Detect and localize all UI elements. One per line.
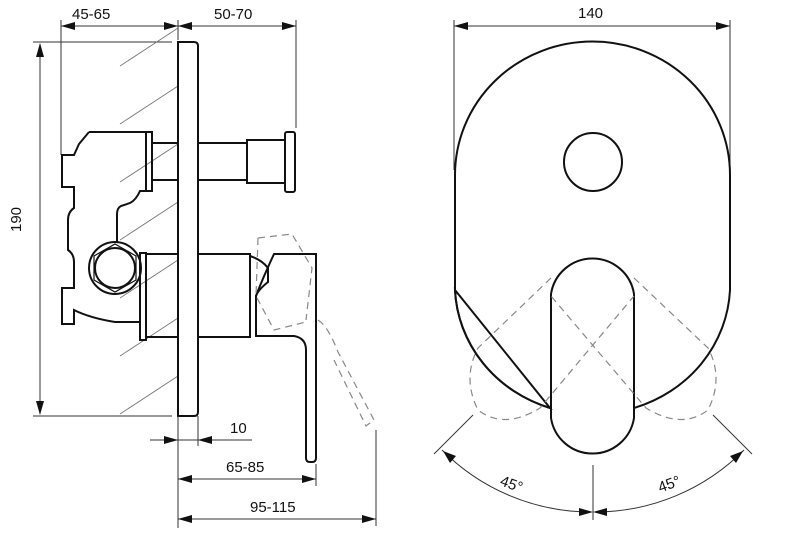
dim-height: 190 — [8, 206, 25, 232]
dim-depth-front-stem: 50-70 — [214, 6, 253, 23]
dim-lever-projection: 65-85 — [226, 459, 265, 476]
dim-plate-thickness: 10 — [230, 420, 247, 437]
front-view — [433, 20, 753, 520]
dim-front-width: 140 — [578, 5, 604, 22]
dim-lever-max-projection: 95-115 — [250, 499, 296, 516]
side-view — [33, 20, 377, 528]
dim-depth-behind-wall: 45-65 — [72, 6, 111, 23]
